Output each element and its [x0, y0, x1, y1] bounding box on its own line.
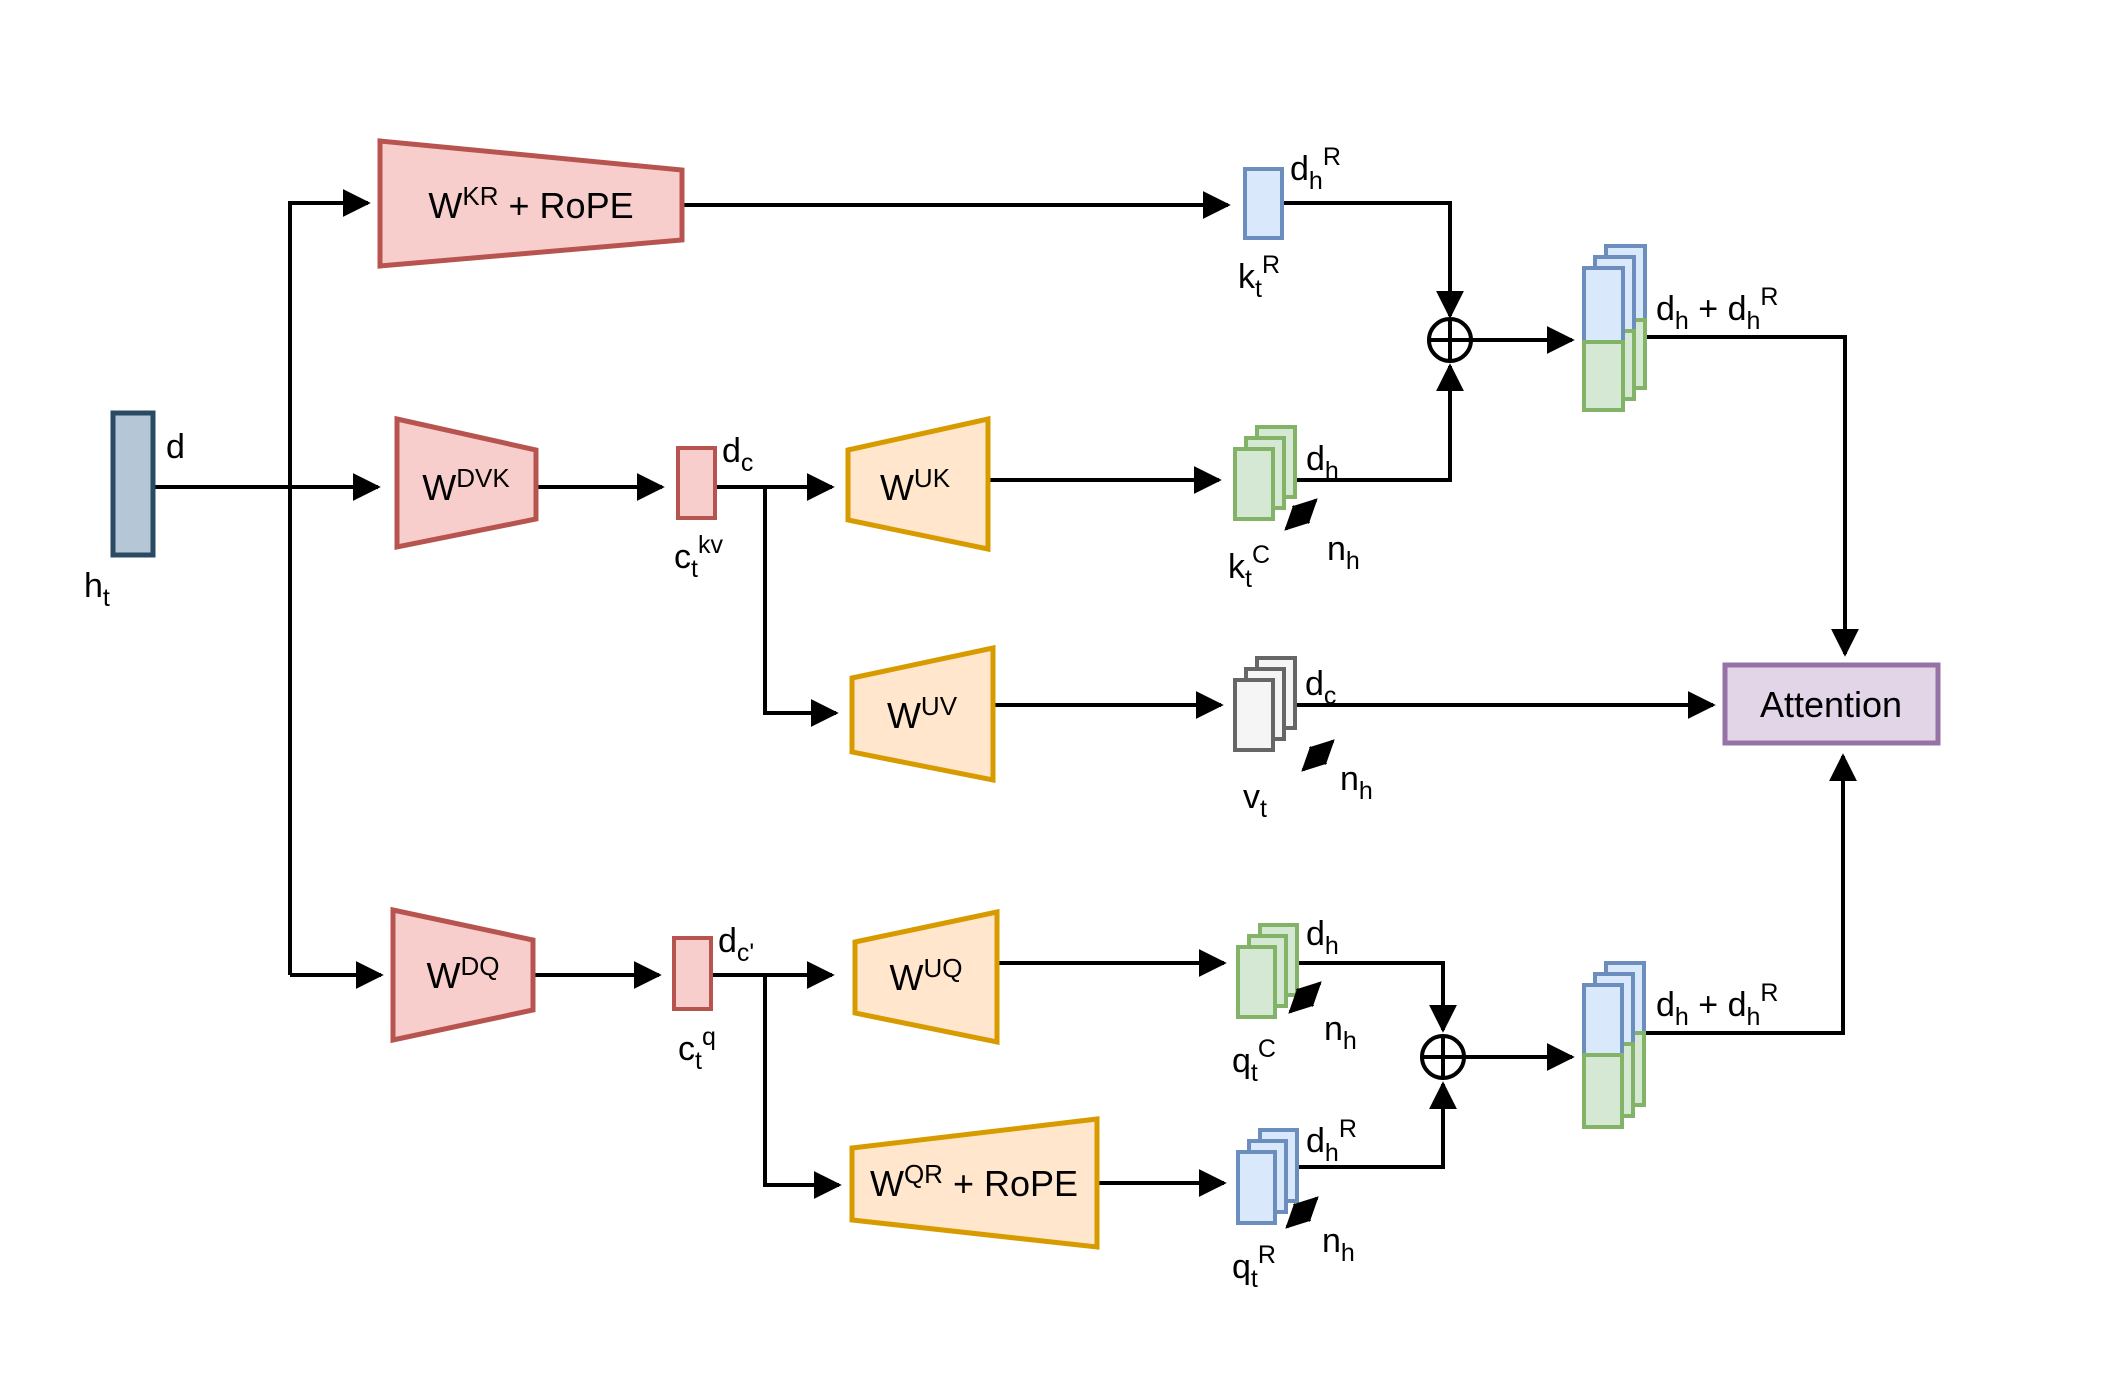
- qtr-heads-label: nh: [1322, 1222, 1355, 1267]
- qstack-front-green: [1582, 1053, 1624, 1129]
- wuq-label: WUQ: [890, 953, 963, 998]
- qtc-tensor-stack: [1236, 923, 1299, 1019]
- ktc-name-label: ktC: [1228, 541, 1270, 593]
- input-name-label: ht: [84, 567, 110, 612]
- qtr-name-label: qtR: [1232, 1241, 1276, 1293]
- ctkv-latent-bar: [676, 446, 717, 520]
- qstack-dim-label: dh + dhR: [1656, 979, 1778, 1031]
- qtc-stack-front: [1236, 945, 1277, 1019]
- vt-heads-arrow: [1301, 739, 1335, 772]
- wqr-rope-block: [849, 1116, 1100, 1250]
- vt-dim-label: dc: [1305, 665, 1336, 710]
- concat-plus-icon-key: [1427, 317, 1473, 363]
- ktc-tensor-stack: [1233, 425, 1297, 521]
- ktr-tensor: [1243, 167, 1284, 240]
- wuk-block: [845, 415, 991, 553]
- attention-label: Attention: [1760, 684, 1902, 725]
- wqr-rope-label: WQR + RoPE: [870, 1159, 1078, 1204]
- vt-tensor-stack: [1233, 656, 1297, 752]
- kstack-front-blue: [1582, 266, 1625, 344]
- key-concat-stack: [1582, 244, 1647, 412]
- qtc-name-label: qtC: [1232, 1035, 1276, 1087]
- kstack-front-green: [1582, 340, 1625, 412]
- edge-qtc-to-concat2: [1277, 961, 1457, 1033]
- edge-ctkv-to-wuv: [763, 487, 839, 727]
- vt-heads-label: nh: [1340, 760, 1373, 805]
- wdq-label: WDQ: [427, 951, 500, 996]
- edge-ktc-to-concat1: [1273, 363, 1464, 482]
- edge-qstack-to-attention: [1643, 753, 1857, 1035]
- edge-branch-to-wkr: [288, 189, 371, 975]
- concat-plus-icon-query: [1420, 1034, 1466, 1080]
- ktr-name-label: ktR: [1238, 251, 1280, 303]
- query-concat-stack: [1582, 961, 1646, 1129]
- wuq-block: [852, 908, 1000, 1046]
- edge-ctq-to-wqr: [763, 975, 842, 1199]
- qtc-heads-label: nh: [1324, 1010, 1357, 1055]
- edge-qtr-to-concat2: [1290, 1081, 1457, 1169]
- ktc-heads-arrow: [1284, 498, 1318, 531]
- input-hidden-state-bar: [110, 410, 156, 558]
- qtr-stack-front: [1236, 1150, 1277, 1225]
- ktc-heads-label: nh: [1327, 530, 1360, 575]
- ktc-stack-front: [1233, 447, 1275, 521]
- wuk-label: WUK: [880, 463, 951, 508]
- wdq-block: [390, 906, 536, 1044]
- qtc-heads-arrow: [1288, 981, 1322, 1014]
- wuv-block: [849, 644, 996, 784]
- ctq-name-label: ctq: [678, 1023, 716, 1075]
- edge-kstack-to-attention: [1645, 335, 1859, 657]
- attention-block: [1722, 662, 1941, 746]
- qstack-front-blue: [1582, 983, 1624, 1057]
- ctq-dim-label: dc': [718, 922, 754, 967]
- qtc-dim-label: dh: [1306, 915, 1339, 960]
- ctkv-dim-label: dc: [722, 432, 753, 477]
- wkr-rope-block: [377, 138, 685, 269]
- vt-name-label: vt: [1243, 778, 1267, 823]
- wdvk-label: WDVK: [422, 463, 510, 508]
- ctkv-name-label: ctkv: [674, 531, 723, 583]
- ktc-dim-label: dh: [1306, 440, 1339, 485]
- qtr-dim-label: dhR: [1306, 1115, 1357, 1167]
- edge-ktr-to-concat1: [1282, 201, 1464, 319]
- vt-stack-front: [1233, 678, 1275, 752]
- wkr-rope-label: WKR + RoPE: [428, 181, 633, 226]
- kstack-dim-label: dh + dhR: [1656, 283, 1778, 335]
- qtr-tensor-stack: [1236, 1128, 1299, 1225]
- ktr-dim-label: dhR: [1290, 143, 1341, 195]
- qtr-heads-arrow: [1285, 1196, 1319, 1229]
- wuv-label: WUV: [887, 691, 958, 736]
- input-dim-label: d: [166, 428, 185, 466]
- ctq-latent-bar: [672, 936, 713, 1011]
- wdvk-block: [394, 415, 539, 551]
